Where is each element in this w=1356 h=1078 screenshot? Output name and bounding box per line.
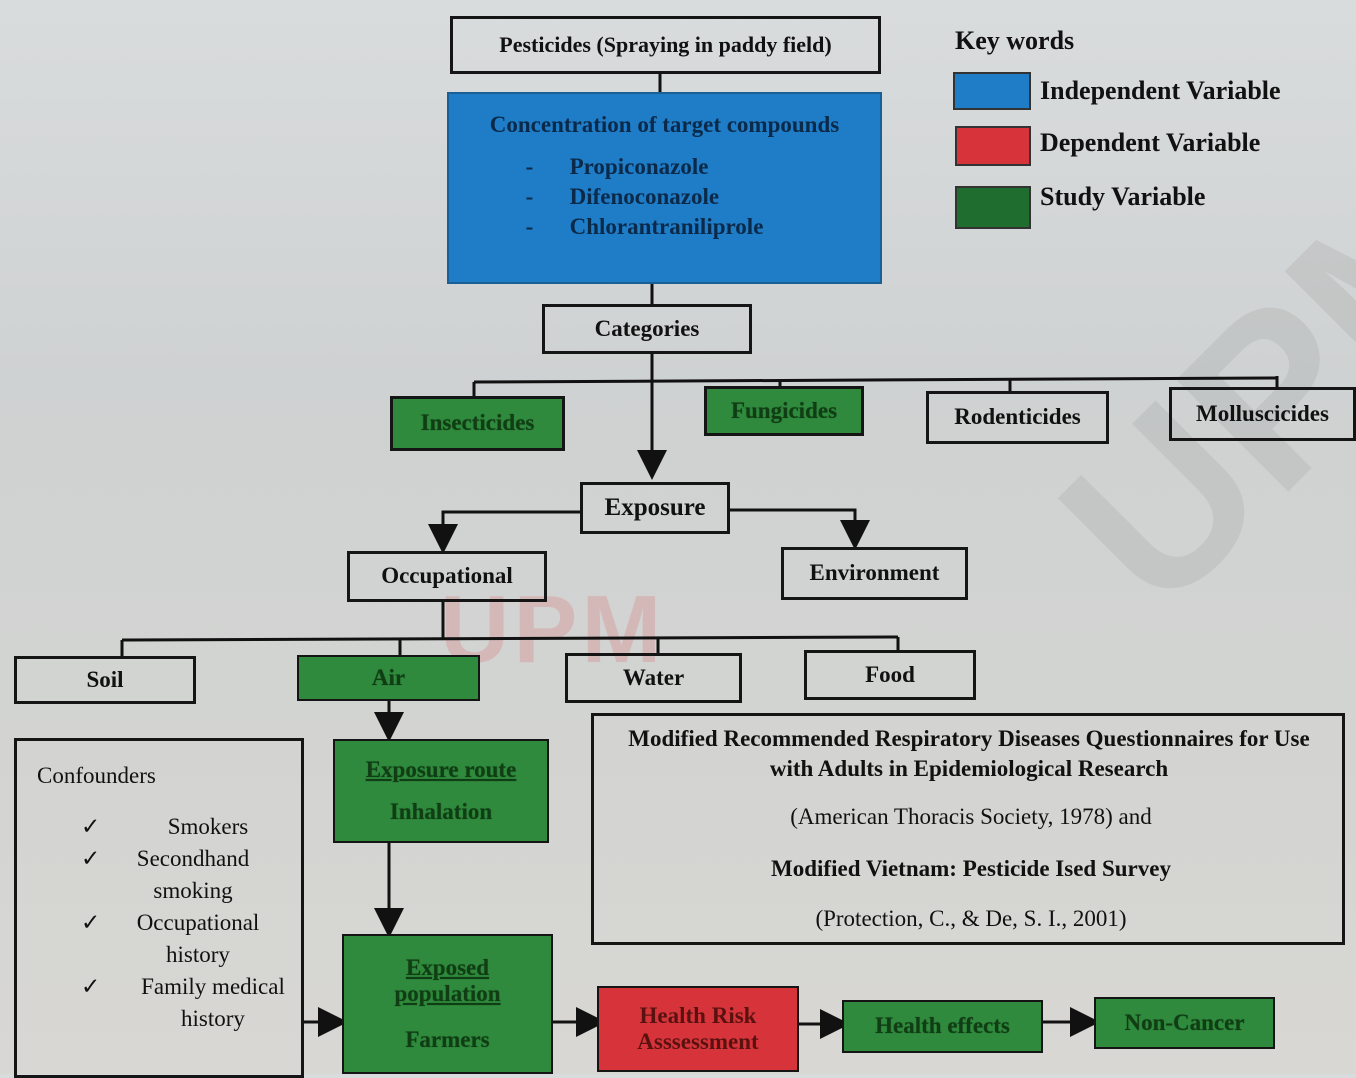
- legend-label-independent: Independent Variable: [1040, 76, 1281, 105]
- legend-swatch-study: [955, 186, 1031, 229]
- medium-air: Air: [297, 655, 480, 701]
- compound-item: -Difenoconazole: [525, 184, 720, 210]
- confounders-title: Confounders: [37, 763, 156, 788]
- exposed-population-box: Exposed population Farmers: [342, 934, 553, 1074]
- exposed-population-value: Farmers: [405, 1026, 490, 1052]
- legend-swatch-independent: [953, 72, 1031, 110]
- compound-list: -Propiconazole -Difenoconazole -Chlorant…: [526, 152, 764, 242]
- check-icon: ✓: [81, 974, 101, 999]
- check-icon: ✓: [81, 846, 101, 871]
- exposure-route-value: Inhalation: [389, 798, 493, 824]
- category-molluscicides: Molluscicides: [1169, 387, 1356, 441]
- exposure-route-title: Exposure route: [365, 756, 517, 782]
- questionnaire-title-2: Modified Vietnam: Pesticide Ised Survey: [771, 856, 1171, 881]
- exposure-box: Exposure: [580, 482, 730, 534]
- compound-item: -Chlorantraniliprole: [525, 214, 764, 240]
- pesticides-box: Pesticides (Spraying in paddy field): [450, 16, 881, 74]
- non-cancer-box: Non-Cancer: [1094, 997, 1275, 1049]
- occupational-box: Occupational: [347, 551, 547, 602]
- questionnaire-source-2: (Protection, C., & De, S. I., 2001): [815, 906, 1127, 931]
- exposure-route-box: Exposure route Inhalation: [333, 739, 549, 843]
- legend-title: Key words: [955, 26, 1075, 55]
- questionnaire-title: Modified Recommended Respiratory Disease…: [628, 726, 1310, 781]
- health-effects-box: Health effects: [842, 1000, 1043, 1053]
- confounders-box: Confounders ✓ Smokers ✓ Secondhand smoki…: [14, 738, 304, 1078]
- environment-box: Environment: [781, 547, 968, 600]
- medium-water: Water: [565, 653, 742, 703]
- legend-label-study: Study Variable: [1040, 182, 1206, 211]
- category-insecticides: Insecticides: [390, 396, 565, 451]
- category-fungicides: Fungicides: [704, 386, 864, 436]
- legend-swatch-dependent: [955, 126, 1031, 166]
- compound-item: -Propiconazole: [525, 154, 709, 180]
- categories-box: Categories: [542, 304, 752, 354]
- medium-soil: Soil: [14, 656, 196, 704]
- check-icon: ✓: [81, 910, 101, 935]
- pesticides-label: Pesticides (Spraying in paddy field): [499, 32, 832, 58]
- questionnaire-box: Modified Recommended Respiratory Disease…: [591, 713, 1345, 945]
- categories-label: Categories: [594, 315, 700, 341]
- exposed-population-title: Exposed population: [394, 954, 501, 1007]
- health-risk-box: Health Risk Asssessment: [597, 986, 799, 1072]
- concentration-title: Concentration of target compounds: [489, 112, 840, 137]
- concentration-box: Concentration of target compounds -Propi…: [447, 92, 882, 284]
- questionnaire-source-1: (American Thoracis Society, 1978) and: [790, 804, 1152, 829]
- medium-food: Food: [804, 650, 976, 700]
- legend-label-dependent: Dependent Variable: [1040, 128, 1261, 157]
- check-icon: ✓: [81, 814, 101, 839]
- category-rodenticides: Rodenticides: [926, 391, 1109, 444]
